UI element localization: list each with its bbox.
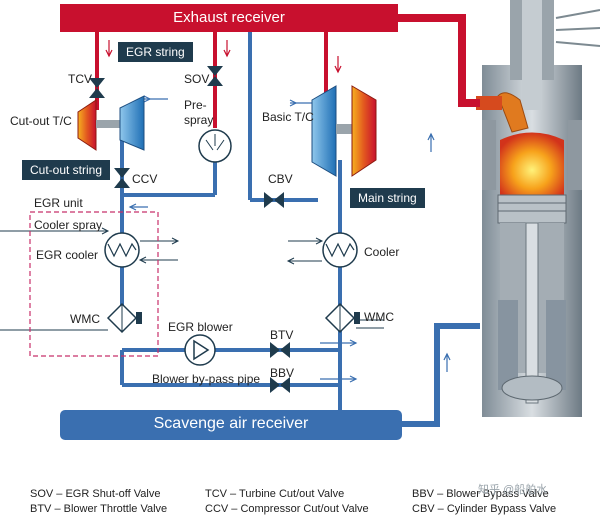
exhaust-receiver-label: Exhaust receiver [173,9,285,26]
egr-string-tag: EGR string [118,42,193,62]
wmc-left-symbol [106,302,142,334]
egr-blower-symbol [184,334,216,366]
tcv-valve [89,78,105,88]
main-cooler-symbol [322,232,358,268]
prespray-unit [198,129,232,163]
cooler-label: Cooler [364,245,400,259]
cooler-spray-label: Cooler spray [34,218,103,232]
exhaust-pipe-engine [398,14,480,107]
legend-cbv: CBV – Cylinder Bypass Valve [412,503,557,515]
watermark: 知乎 @船舶水 [478,484,548,496]
exhaust-receiver [60,4,398,32]
cutout-tc-label: Cut-out T/C [10,114,72,128]
btv-label: BTV [270,328,294,342]
cbv-label: CBV [268,172,293,186]
egr-cooler-symbol [104,232,140,268]
sov-valve [207,66,223,76]
wmc-left-label: WMC [70,312,100,326]
main-string-tag: Main string [350,188,425,208]
basic-tc-label: Basic T/C [262,110,314,124]
wmc-right-label: WMC [364,310,394,324]
btv-valve [270,342,280,358]
basic-turbocharger [311,85,377,177]
bypass-pipe-label: Blower by-pass pipe [152,372,261,386]
tcv-label: TCV [68,72,92,86]
ccv-valve [114,168,130,178]
prespray-label-line2: spray [184,113,214,127]
prespray-label-line1: Pre- [184,98,207,112]
sov-label: SOV [184,72,210,86]
scavenge-pipe-engine [402,323,480,427]
egr-unit-label: EGR unit [34,196,83,210]
scavenge-receiver-label: Scavenge air receiver [153,415,309,432]
scavenge-air-receiver [60,410,402,440]
air-pipes [120,32,342,410]
legend-sov: SOV – EGR Shut-off Valve [30,488,161,500]
ccv-label: CCV [132,172,158,186]
legend-ccv: CCV – Compressor Cut/out Valve [205,503,369,515]
egr-blower-label: EGR blower [168,320,233,334]
wmc-right-symbol [324,302,360,334]
cutout-string-tag: Cut-out string [22,160,111,180]
bbv-label: BBV [270,366,295,380]
engine-cutaway [476,0,600,417]
legend-tcv: TCV – Turbine Cut/out Valve [205,488,345,500]
legend-bbv: BBV – Blower Bypass Valve [412,488,549,500]
cutout-turbocharger [77,95,145,151]
egr-cooler-label: EGR cooler [36,248,99,262]
bbv-valve [270,377,280,393]
cbv-valve [264,192,274,208]
egr-unit-frame [29,211,159,357]
legend-btv: BTV – Blower Throttle Valve [30,503,168,515]
